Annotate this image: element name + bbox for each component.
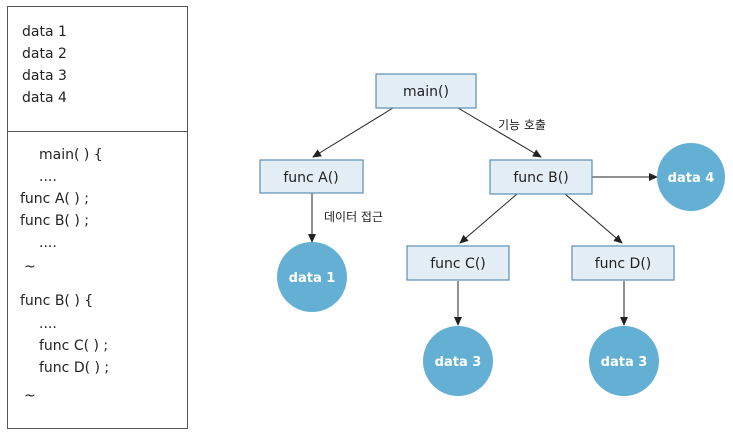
code-line-ellipsis: .... [39, 235, 57, 251]
data-line-3: data 3 [22, 68, 67, 84]
data-node-data-3-left-label: data 3 [435, 355, 482, 370]
code-divider [8, 131, 187, 132]
data-line-1: data 1 [22, 24, 67, 40]
edge-main-to-func-a [312, 107, 394, 158]
data-node-data-3-right-label: data 3 [601, 355, 648, 370]
data-node-data-4-label: data 4 [668, 171, 715, 186]
code-line-main: main( ) { [39, 147, 103, 163]
node-func-d: func D() [571, 245, 675, 281]
code-line-ellipsis: .... [39, 169, 57, 185]
code-line-close: ~ [24, 259, 36, 275]
code-line-call-d: func D( ) ; [39, 360, 110, 376]
data-node-data-3-left: data 3 [423, 326, 493, 396]
code-line-call-c: func C( ) ; [39, 338, 109, 354]
node-func-c: func C() [406, 245, 510, 281]
node-func-a-label: func A() [283, 170, 338, 186]
edge-main-to-func-b [457, 107, 542, 158]
data-access-label: 데이터 접근 [324, 210, 383, 224]
data-node-data-3-right: data 3 [589, 326, 659, 396]
data-node-data-1: data 1 [277, 242, 347, 312]
function-call-label: 기능 호출 [498, 118, 546, 132]
edge-func-b-to-func-d [564, 193, 623, 244]
node-func-c-label: func C() [430, 256, 486, 272]
edge-func-b-to-func-c [459, 193, 518, 244]
node-main-label: main() [403, 84, 449, 100]
node-func-a: func A() [259, 159, 364, 194]
data-line-2: data 2 [22, 46, 67, 62]
node-func-b: func B() [489, 159, 593, 195]
data-node-data-1-label: data 1 [289, 271, 336, 286]
code-line-ellipsis: .... [39, 316, 57, 332]
code-line-close: ~ [24, 388, 36, 404]
node-func-d-label: func D() [595, 256, 652, 272]
code-panel: data 1 data 2 data 3 data 4 main( ) { ..… [7, 6, 188, 429]
code-line-call-b: func B( ) ; [20, 213, 89, 229]
data-node-data-4: data 4 [657, 143, 725, 211]
code-line-func-b: func B( ) { [20, 293, 94, 309]
data-line-4: data 4 [22, 90, 67, 106]
node-func-b-label: func B() [513, 170, 568, 186]
code-line-call-a: func A( ) ; [20, 191, 89, 207]
node-main: main() [375, 73, 477, 109]
